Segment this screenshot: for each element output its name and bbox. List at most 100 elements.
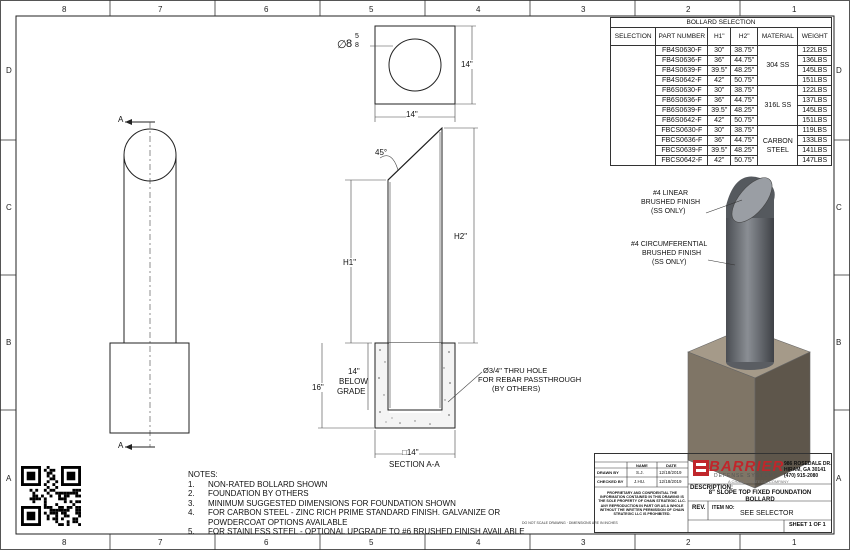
linear-finish-2: BRUSHED FINISH — [641, 199, 701, 206]
slope-angle: 45° — [375, 148, 388, 157]
material-value: 316L SS — [757, 85, 799, 126]
note-text: FOR STAINLESS STEEL - OPTIONAL UPGRADE T… — [208, 527, 525, 536]
h2-dim: H2" — [454, 232, 468, 241]
zone-col-2-bottom: 2 — [686, 538, 691, 547]
address-line: HIRAM, GA 30141 — [784, 467, 826, 473]
zone-row-d: D — [6, 66, 12, 75]
tb-checked-by: J.HU. — [634, 479, 646, 484]
note-text: FOUNDATION BY OTHERS — [208, 489, 309, 498]
diameter-whole: 8 — [346, 38, 353, 50]
zone-row-d-right: D — [836, 66, 842, 75]
bollard-selection-table: BOLLARD SELECTION SELECTION PART NUMBER … — [609, 17, 832, 166]
selection-cell — [609, 45, 657, 166]
description: 8" SLOPE TOP FIXED FOUNDATION BOLLARD — [695, 490, 825, 504]
section-label: SECTION A-A — [389, 460, 440, 469]
note-item: 3. MINIMUM SUGGESTED DIMENSIONS FOR FOUND… — [188, 499, 525, 509]
top-width-dim: 14" — [406, 110, 418, 119]
table-row: FB4S0630-F 30" 38.75" 304 SS 122LBS — [609, 45, 832, 166]
h1-dim: H1" — [343, 258, 357, 267]
zone-row-a-right: A — [836, 474, 842, 483]
diameter-symbol: ∅ — [337, 39, 347, 51]
zone-col-3: 3 — [581, 5, 586, 14]
zone-col-7: 7 — [158, 5, 163, 14]
sheet-number: SHEET 1 OF 1 — [789, 522, 826, 528]
weight-value: 147LBS — [797, 155, 832, 166]
zone-col-1: 1 — [792, 5, 797, 14]
zone-col-5-bottom: 5 — [369, 538, 374, 547]
note-text: NON-RATED BOLLARD SHOWN — [208, 479, 328, 489]
zone-col-4-bottom: 4 — [476, 538, 481, 547]
circ-finish-2: BRUSHED FINISH — [642, 250, 702, 257]
notes: NOTES: 1. NON-RATED BOLLARD SHOWN 2. FOUND… — [188, 470, 525, 537]
proprietary-notice: PROPRIETARY AND CONFIDENTIAL THE INFORMA… — [598, 491, 686, 517]
note-number: 1. — [188, 479, 195, 489]
linear-finish-1: #4 LINEAR — [653, 190, 689, 197]
note-number: 2. — [188, 489, 195, 498]
table-row: FBCS0642-F 42" 50.75" 147LBS — [611, 155, 832, 166]
zone-col-7-bottom: 7 — [158, 538, 163, 547]
hole-note-1: Ø3/4" THRU HOLE — [483, 366, 548, 375]
h2-value: 50.75" — [730, 155, 759, 166]
note-number: 3. — [188, 498, 195, 508]
zone-col-8: 8 — [62, 5, 67, 14]
tb-drawn-by-label: DRAWN BY — [597, 470, 619, 475]
diameter-num: 5 — [355, 33, 359, 40]
below-grade-word: BELOW — [339, 377, 368, 386]
below-grade-depth: 14" — [348, 367, 360, 376]
description-line: BOLLARD — [745, 497, 775, 503]
tb-name-header: NAME — [636, 463, 648, 468]
foundation-depth: 16" — [312, 383, 324, 392]
circ-finish-1: #4 CIRCUMFERENTIAL — [631, 241, 708, 248]
item-no: SEE SELECTOR — [740, 510, 794, 517]
zone-col-6-bottom: 6 — [264, 538, 269, 547]
cut-label-a-bottom: A — [118, 441, 124, 450]
header-selection: SELECTION — [609, 27, 657, 46]
tb-checked-by-label: CHECKED BY — [597, 479, 624, 484]
barrier-logo-icon — [693, 460, 709, 476]
item-no-label: ITEM NO: — [712, 505, 735, 511]
zone-row-a: A — [6, 474, 12, 483]
material-steel: STEEL — [766, 146, 789, 154]
table-row: FB6S0630-F 30" 38.75" 316L SS 122LBS — [611, 85, 832, 126]
diameter-den: 8 — [355, 42, 359, 49]
notes-title: NOTES: — [188, 470, 218, 479]
company-logo-sub: DEFENSE SYSTEMS — [714, 473, 778, 479]
zone-col-4: 4 — [476, 5, 481, 14]
note-number: 4. — [188, 508, 195, 517]
tb-checked-date: 12/18/2019 — [659, 479, 682, 484]
linear-finish-3: (SS ONLY) — [651, 208, 686, 215]
title-block — [594, 453, 832, 533]
note-item: 5. FOR STAINLESS STEEL - OPTIONAL UPGRADE… — [188, 527, 525, 537]
material-value: 304 SS — [757, 45, 799, 86]
cut-label-a-top: A — [118, 115, 124, 124]
note-text: MINIMUM SUGGESTED DIMENSIONS FOR FOUNDAT… — [208, 498, 456, 508]
zone-col-1-bottom: 1 — [792, 538, 797, 547]
circ-finish-3: (SS ONLY) — [652, 259, 687, 266]
qr-code[interactable] — [21, 466, 81, 526]
tb-drawn-by: S.J. — [636, 470, 644, 475]
part-number: FBCS0642-F — [655, 155, 709, 166]
grade-word: GRADE — [337, 387, 366, 396]
scale-note: DO NOT SCALE DRAWING · DIMENSIONS ARE IN… — [522, 521, 618, 525]
top-height-dim: 14" — [461, 60, 473, 69]
zone-col-3-bottom: 3 — [581, 538, 586, 547]
note-item: 2. FOUNDATION BY OTHERS — [188, 489, 525, 499]
zone-col-8-bottom: 8 — [62, 538, 67, 547]
note-text: POWDERCOAT OPTIONS AVAILABLE — [208, 517, 348, 527]
company-address: 986 ROSEDALE DR. HIRAM, GA 30141 (470) 9… — [784, 461, 832, 479]
zone-row-b-right: B — [836, 338, 842, 347]
note-number: 5. — [188, 527, 195, 536]
description-label: DESCRIPTION: — [690, 485, 734, 491]
rev-label: REV. — [692, 505, 706, 511]
zone-row-c: C — [6, 203, 12, 212]
material-carbon: CARBON — [762, 137, 793, 145]
zone-row-c-right: C — [836, 203, 842, 212]
tb-drawn-date: 12/18/2019 — [659, 470, 682, 475]
zone-row-b: B — [6, 338, 12, 347]
